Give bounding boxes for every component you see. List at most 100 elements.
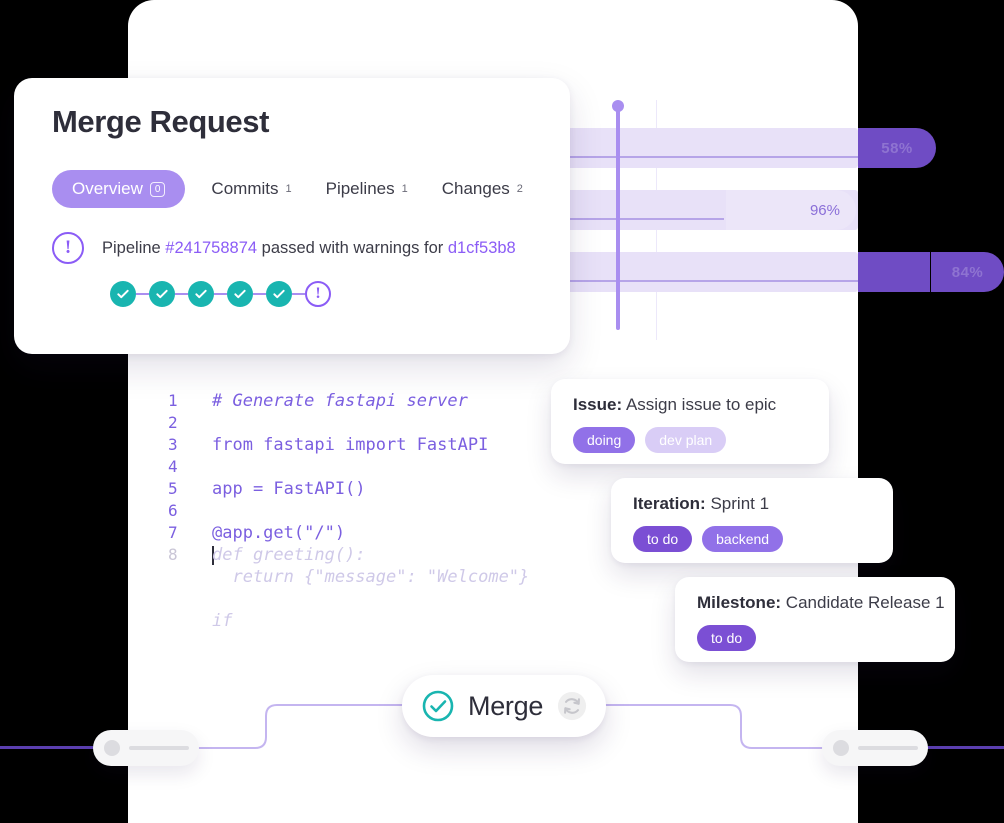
pipeline-stage-warning[interactable]: ! <box>305 281 331 307</box>
text-placeholder-bar <box>858 746 918 750</box>
code-line <box>168 588 529 610</box>
page-title: Merge Request <box>52 104 270 139</box>
chart-today-marker <box>616 106 620 330</box>
tab-overview[interactable]: Overview 0 <box>52 170 186 208</box>
chart-bar-2: 84% <box>931 252 1004 292</box>
tag-dev-plan[interactable]: dev plan <box>645 427 727 453</box>
code-line: if <box>168 610 529 632</box>
tab-overview-badge: 0 <box>149 181 166 197</box>
code-line: 7 @app.get("/") <box>168 522 529 544</box>
code-text: from fastapi import FastAPI <box>212 435 489 455</box>
code-suggestion-text: def greeting(): <box>212 545 366 565</box>
chart-marker-dot <box>612 100 624 112</box>
code-line: 1 # Generate fastapi server <box>168 390 529 412</box>
tab-changes[interactable]: Changes 2 <box>442 179 523 199</box>
iteration-card[interactable]: Iteration: Sprint 1 to do backend <box>611 478 893 563</box>
pipeline-stage-passed[interactable] <box>110 281 136 307</box>
issue-card-tags: doing dev plan <box>573 427 807 453</box>
stage-connector <box>253 293 266 295</box>
tab-pipelines-count: 1 <box>401 183 408 195</box>
code-line: return {"message": "Welcome"} <box>168 566 529 588</box>
code-line-active: 8 def greeting(): <box>168 544 529 566</box>
line-number: 4 <box>168 457 178 476</box>
code-editor[interactable]: 1 # Generate fastapi server 2 3 from fas… <box>168 390 529 632</box>
issue-card-title: Issue: Assign issue to epic <box>573 395 807 415</box>
rail-right <box>900 746 1004 749</box>
tab-changes-count: 2 <box>516 183 523 195</box>
line-number: 8 <box>168 545 178 564</box>
milestone-card-title: Milestone: Candidate Release 1 <box>697 593 945 613</box>
pipeline-status-text: Pipeline #241758874 passed with warnings… <box>102 239 516 258</box>
issue-card-value: Assign issue to epic <box>625 395 777 414</box>
code-line: 6 <box>168 500 529 522</box>
stage-connector <box>175 293 188 295</box>
code-line: 2 <box>168 412 529 434</box>
chart-track-line <box>416 218 724 220</box>
stage-connector <box>292 293 305 295</box>
code-suggestion-text: if <box>212 611 233 631</box>
pipeline-prefix: Pipeline <box>102 238 166 257</box>
pipeline-stage-passed[interactable] <box>188 281 214 307</box>
pipeline-id-link[interactable]: #241758874 <box>165 238 258 257</box>
tag-to-do[interactable]: to do <box>633 526 693 552</box>
iteration-card-label: Iteration: <box>633 494 706 513</box>
merge-button-label: Merge <box>468 690 544 721</box>
rail-left <box>0 746 110 749</box>
tab-pipelines[interactable]: Pipelines 1 <box>326 179 408 199</box>
refresh-icon[interactable] <box>557 691 587 721</box>
check-icon <box>156 289 168 299</box>
tab-commits[interactable]: Commits 1 <box>211 179 291 199</box>
check-icon <box>117 289 129 299</box>
milestone-card-label: Milestone: <box>697 593 782 612</box>
pipeline-middle: passed with warnings for <box>257 238 448 257</box>
milestone-card-value: Candidate Release 1 <box>785 593 945 612</box>
iteration-card-tags: to do backend <box>633 526 871 552</box>
code-text: # Generate fastapi server <box>212 391 468 411</box>
tag-doing[interactable]: doing <box>573 427 636 453</box>
code-text: app = FastAPI() <box>212 479 366 499</box>
merge-request-tabs: Overview 0 Commits 1 Pipelines 1 Changes… <box>52 170 557 208</box>
pipeline-stage-passed[interactable] <box>149 281 175 307</box>
pipeline-stage-list: ! <box>110 281 331 307</box>
avatar-placeholder-icon <box>833 740 849 756</box>
chart-track-line <box>416 156 858 158</box>
pipeline-stage-passed[interactable] <box>227 281 253 307</box>
check-icon <box>234 289 246 299</box>
tag-to-do[interactable]: to do <box>697 625 757 651</box>
merge-button[interactable]: Merge <box>402 675 606 737</box>
issue-card[interactable]: Issue: Assign issue to epic doing dev pl… <box>551 379 829 464</box>
check-icon <box>273 289 285 299</box>
chart-bar-1: 96% <box>726 190 856 230</box>
code-line: 3 from fastapi import FastAPI <box>168 434 529 456</box>
line-number: 5 <box>168 479 178 498</box>
tab-changes-label: Changes <box>441 179 510 198</box>
check-circle-icon <box>422 690 454 722</box>
pipeline-status-row: ! Pipeline #241758874 passed with warnin… <box>52 232 516 264</box>
tab-pipelines-label: Pipelines <box>325 179 395 198</box>
code-line: 4 <box>168 456 529 478</box>
chart-bar-2-segment <box>858 252 930 292</box>
milestone-card[interactable]: Milestone: Candidate Release 1 to do <box>675 577 955 662</box>
line-number: 6 <box>168 501 178 520</box>
issue-card-label: Issue: <box>573 395 623 414</box>
code-suggestion-text: return {"message": "Welcome"} <box>212 567 530 587</box>
pipeline-stage-passed[interactable] <box>266 281 292 307</box>
check-icon <box>195 289 207 299</box>
tab-commits-label: Commits <box>211 179 279 198</box>
stage-connector <box>214 293 227 295</box>
text-cursor <box>212 545 214 565</box>
code-text: @app.get("/") <box>212 523 346 543</box>
tag-backend[interactable]: backend <box>702 526 784 552</box>
chart-bar-0: 58% <box>858 128 936 168</box>
line-number: 3 <box>168 435 178 454</box>
milestone-card-tags: to do <box>697 625 933 651</box>
commit-sha-link[interactable]: d1cf53b8 <box>447 238 516 257</box>
line-number: 1 <box>168 391 178 410</box>
warning-icon: ! <box>52 232 84 264</box>
code-line: 5 app = FastAPI() <box>168 478 529 500</box>
tab-overview-label: Overview <box>72 179 143 198</box>
tab-commits-count: 1 <box>285 183 292 195</box>
stage-connector <box>136 293 149 295</box>
iteration-card-title: Iteration: Sprint 1 <box>633 494 871 514</box>
